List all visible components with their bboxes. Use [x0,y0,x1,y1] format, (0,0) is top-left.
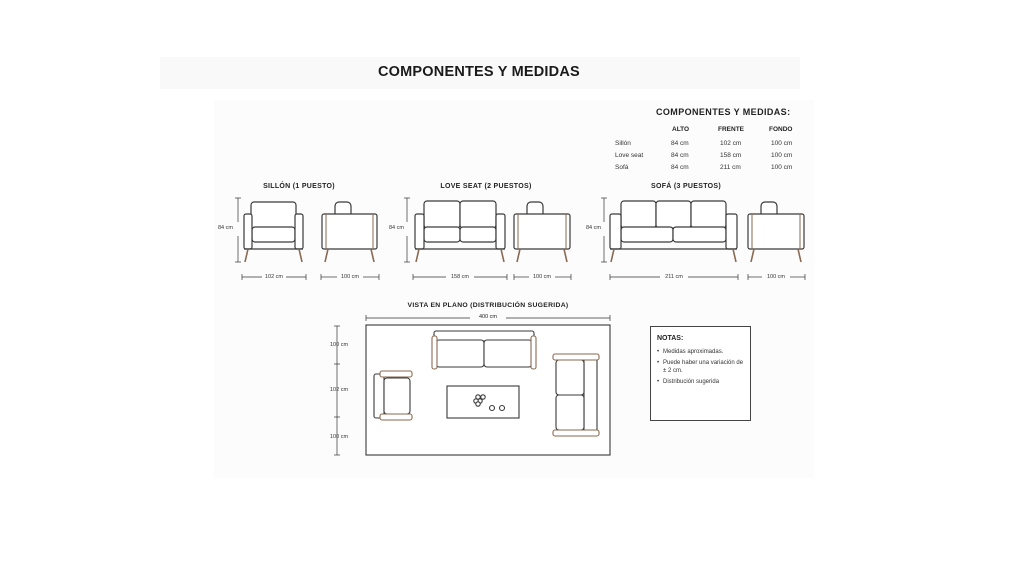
table-header-alto: ALTO [672,126,690,133]
table-cell: 158 cm [720,152,742,159]
table-title: COMPONENTES Y MEDIDAS: [656,107,791,117]
plan-coffee-table [446,385,520,419]
title-band [160,57,800,89]
dim-depth-sillon: 100 cm [340,274,360,280]
dim-height-sofa: 84 cm [586,225,601,231]
notes-list: Medidas aproximadas. Puede haber una var… [657,348,744,386]
love-seat-front-view [414,200,506,263]
group-title-sillon: SILLÓN (1 PUESTO) [263,183,335,190]
dim-depth-love-seat: 100 cm [532,274,552,280]
notes-title: NOTAS: [657,335,684,342]
table-header-fondo: FONDO [769,126,793,133]
plan-width-label: 400 cm [478,314,498,320]
table-row-name: Sillón [615,140,631,147]
dim-front-sillon: 102 cm [264,274,284,280]
plan-love-seat [431,330,537,370]
plan-sofa [552,353,600,437]
notes-item: Medidas aproximadas. [657,348,744,356]
table-cell: 102 cm [720,140,742,147]
plan-title: VISTA EN PLANO (DISTRIBUCIÓN SUGERIDA) [407,302,569,309]
sofa-side-view [747,201,805,263]
table-cell: 211 cm [720,164,741,171]
table-row-name: Sofá [615,164,629,171]
table-cell: 84 cm [671,164,689,171]
plan-side-dim-middle: 102 cm [330,387,349,393]
page-title: COMPONENTES Y MEDIDAS [378,64,580,80]
notes-item: Distribución sugerida [657,378,744,386]
floor-plan [365,324,611,456]
dim-height-love-seat: 84 cm [389,225,404,231]
dimension-lines [235,197,806,456]
plan-side-dim-bottom: 100 cm [330,434,349,440]
plan-armchair [373,370,413,421]
table-cell: 100 cm [771,164,793,171]
table-cell: 84 cm [671,152,689,159]
group-title-love-seat: LOVE SEAT (2 PUESTOS) [440,183,532,190]
dim-front-sofa: 211 cm [665,274,683,280]
table-cell: 100 cm [771,140,793,147]
table-row-name: Love seat [615,152,644,159]
group-title-sofa: SOFÁ (3 PUESTOS) [650,183,722,190]
table-cell: 100 cm [771,152,793,159]
sillon-front-view [243,201,304,263]
notes-item: Puede haber una variación de ± 2 cm. [657,359,744,375]
dim-front-love-seat: 158 cm [450,274,470,280]
notes-box: NOTAS: Medidas aproximadas. Puede haber … [650,326,751,421]
plan-side-dim-top: 100 cm [330,342,349,348]
sofa-front-view [609,200,738,263]
dim-depth-sofa: 100 cm [766,274,786,280]
table-header-frente: FRENTE [718,126,744,133]
dim-height-sillon: 84 cm [218,225,233,231]
sillon-side-view [321,201,378,263]
table-cell: 84 cm [671,140,689,147]
love-seat-side-view [513,201,571,263]
